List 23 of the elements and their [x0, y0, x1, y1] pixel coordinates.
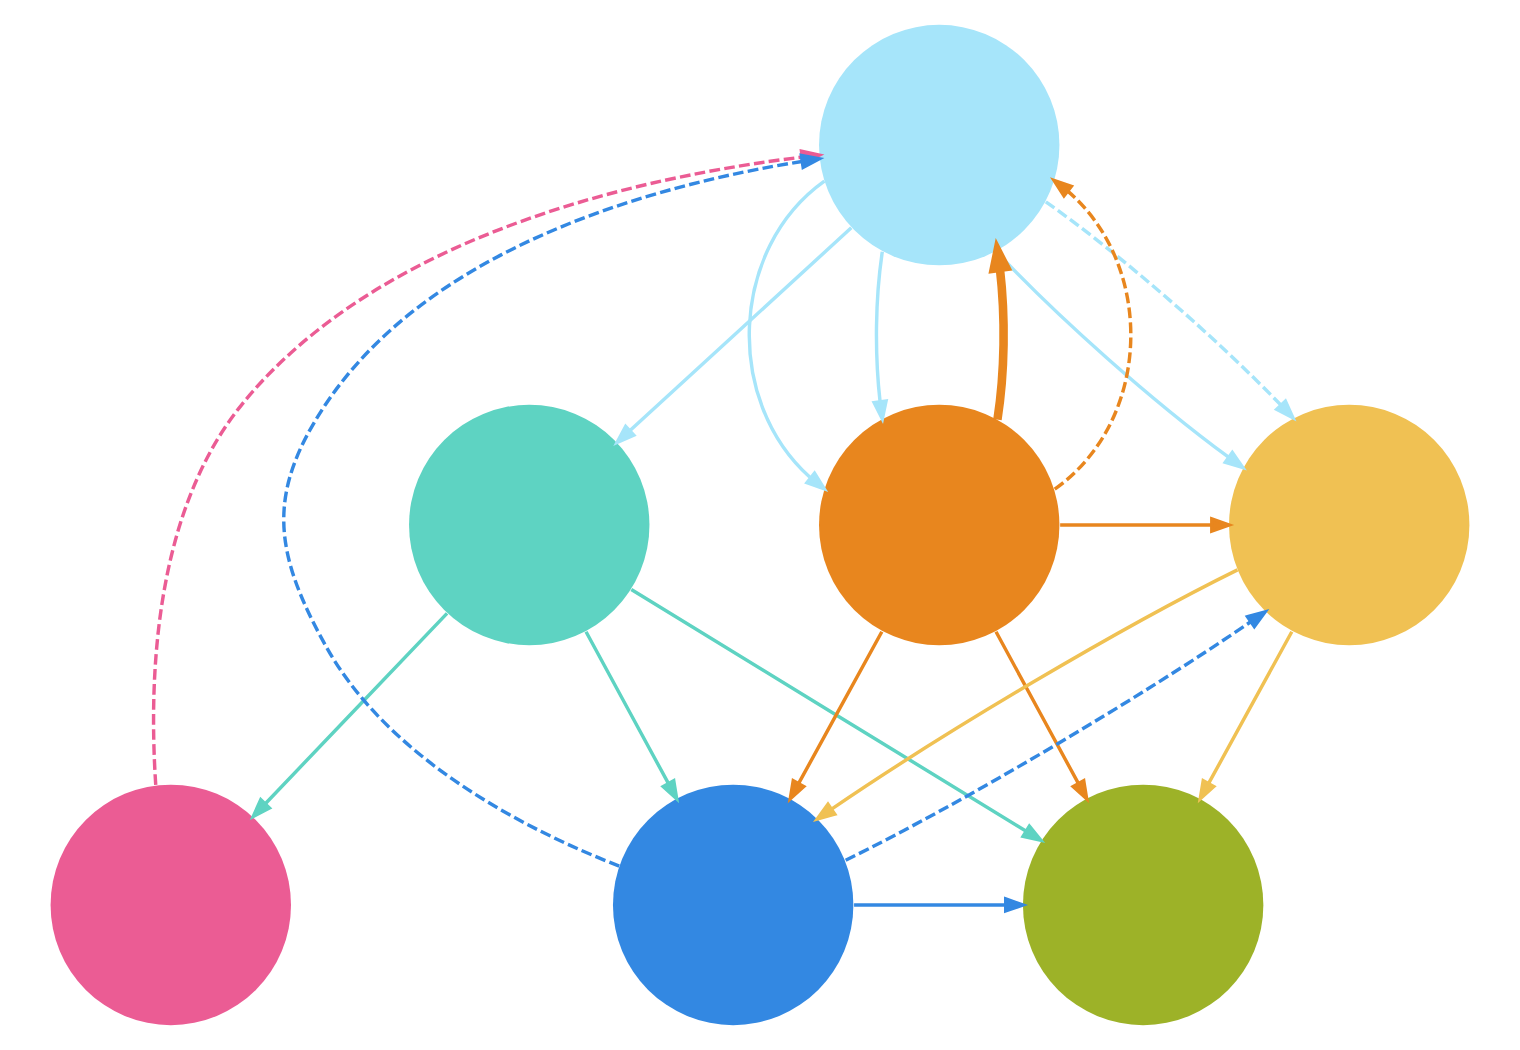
arrow: [249, 612, 449, 821]
arrow: [854, 896, 1029, 914]
node-circle: [50, 784, 291, 1026]
node-circle: [612, 784, 854, 1026]
arrow: [747, 179, 829, 492]
node-circle: [1229, 404, 1470, 646]
arrow: [812, 568, 1239, 822]
arrow: [584, 630, 680, 804]
arrow: [1060, 516, 1235, 534]
arrow: [1044, 200, 1297, 422]
arrow: [994, 630, 1090, 804]
arrow: [613, 226, 853, 446]
arrow: [988, 237, 1013, 421]
arrow: [630, 588, 1046, 843]
arrow: [787, 630, 884, 804]
node-circle: [409, 404, 650, 646]
arrow: [871, 251, 889, 424]
node-circle: [819, 24, 1060, 266]
arrow: [1197, 630, 1294, 804]
arrow: [282, 153, 825, 868]
node-circle: [819, 404, 1060, 646]
arrow: [844, 608, 1270, 862]
arrow: [1049, 177, 1133, 491]
